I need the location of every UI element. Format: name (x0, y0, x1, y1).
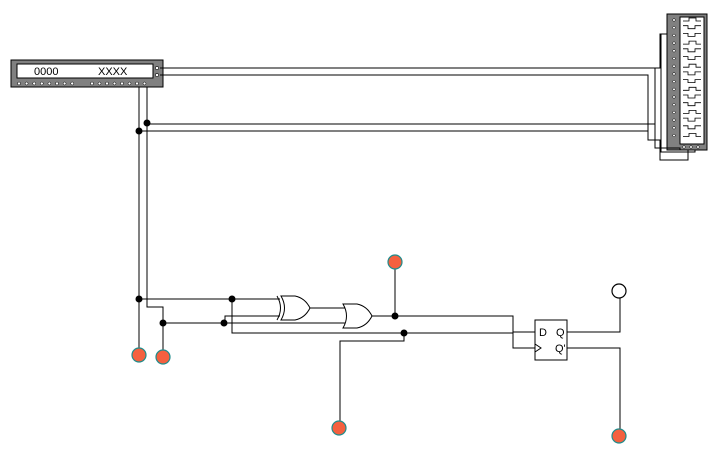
terminal-dot (62, 81, 67, 86)
terminal-dot (112, 81, 117, 86)
probe-qn-indicator[interactable] (611, 428, 627, 444)
waveform-trace (683, 102, 701, 107)
ff-qn-label: Q' (555, 343, 566, 355)
terminal-dot (672, 133, 676, 138)
probe-q-indicator[interactable] (611, 283, 627, 299)
probe-or-out-indicator[interactable] (387, 254, 403, 270)
word-generator-terminals (17, 81, 147, 86)
word-generator[interactable]: 0000 XXXX (10, 59, 164, 88)
terminal-dot (672, 49, 676, 53)
waveform-trace (683, 125, 701, 130)
terminal-dot (672, 103, 676, 107)
word-generator-left-display: 0000 (34, 66, 58, 78)
terminal-dot (672, 41, 676, 45)
xor-gate[interactable] (276, 295, 311, 321)
terminal-dot (127, 81, 132, 86)
waveform-trace (683, 110, 701, 114)
terminal-dot (672, 118, 676, 122)
terminal-dot (672, 26, 676, 30)
terminal-dot (672, 87, 676, 91)
logic-analyzer-terminals (672, 18, 700, 149)
terminal-dot (47, 81, 52, 86)
terminal-dot (90, 81, 94, 86)
or-gate[interactable] (342, 303, 373, 329)
waveform-trace (683, 40, 701, 45)
ff-d-label: D (539, 327, 547, 339)
terminal-dot (17, 81, 21, 86)
terminal-dot (40, 81, 44, 86)
word-generator-right-display: XXXX (98, 66, 128, 78)
d-flip-flop[interactable]: D Q Q' (534, 319, 568, 361)
terminal-dot (672, 18, 676, 22)
ff-q-label: Q (556, 327, 565, 339)
terminal-dot (142, 81, 147, 86)
waveform-trace (683, 133, 701, 137)
junctions (135, 119, 408, 337)
waveform-trace (683, 48, 701, 53)
terminal-dot (672, 110, 676, 114)
probe-b-indicator[interactable] (155, 349, 171, 365)
terminal-dot (672, 95, 676, 99)
waveform-trace (683, 117, 701, 122)
waveform-trace (683, 33, 701, 37)
waveform-trace (683, 63, 701, 68)
probe-a-indicator[interactable] (131, 347, 147, 363)
terminal-dot (672, 64, 676, 68)
terminal-dot (24, 81, 29, 86)
terminal-dot (672, 126, 676, 130)
terminal-dot (70, 81, 74, 86)
waveform-trace (683, 79, 701, 83)
waveform-trace (683, 25, 701, 30)
wires (138, 33, 696, 430)
terminal-dot (672, 72, 676, 76)
probes (131, 254, 627, 444)
waveform-trace (683, 17, 701, 22)
terminal-dot (672, 56, 676, 61)
terminal-dot (672, 80, 676, 84)
terminal-dot (55, 81, 59, 86)
logic-analyzer[interactable] (666, 13, 708, 151)
terminal-dot (105, 81, 109, 86)
terminal-dot (32, 81, 36, 86)
logic-analyzer-waveforms (683, 17, 701, 137)
terminal-dot (135, 81, 139, 86)
probe-clock-in-indicator[interactable] (331, 420, 347, 436)
waveform-trace (683, 94, 701, 99)
terminal-dot (696, 145, 700, 149)
clock-triangle-icon (534, 343, 542, 353)
terminal-dot (689, 145, 693, 149)
terminal-dot (97, 81, 102, 86)
waveform-trace (683, 71, 701, 76)
terminal-dot (120, 81, 124, 86)
terminal-dot (682, 145, 686, 149)
terminal-dot (672, 33, 676, 37)
waveform-trace (683, 86, 701, 91)
waveform-trace (683, 56, 701, 60)
